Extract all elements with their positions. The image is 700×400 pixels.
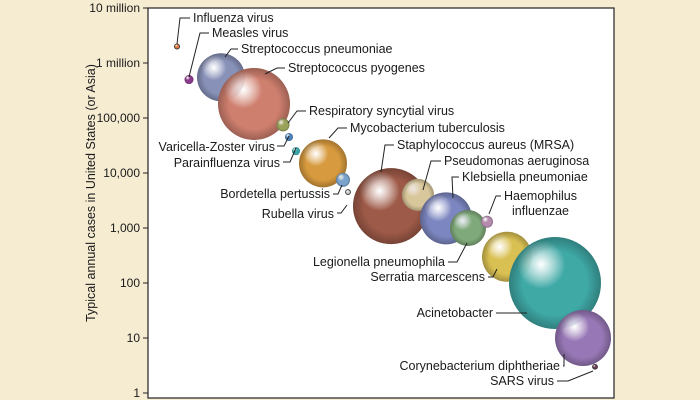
bubble-label: Klebsiella pneumoniae <box>462 170 588 184</box>
bubble-label: Mycobacterium tuberculosis <box>350 121 505 135</box>
bubble-shading <box>184 75 194 85</box>
bubble-acinetobacter: Acinetobacter <box>417 237 601 329</box>
bubble-measles-virus: Measles virus <box>184 26 288 85</box>
bubble-label: Rubella virus <box>262 207 334 221</box>
y-tick-label: 100,000 <box>97 111 141 125</box>
bubble-label: Parainfluenza virus <box>174 156 280 170</box>
leader-line <box>380 144 394 173</box>
leader-line <box>563 354 565 367</box>
y-tick-label: 1 <box>133 386 140 400</box>
leader-line <box>283 147 297 163</box>
y-tick-label: 1 million <box>96 56 140 70</box>
y-tick-label: 100 <box>120 276 140 290</box>
y-axis-title: Typical annual cases in United States (o… <box>84 64 98 322</box>
bubble-legionella-pneumophila: Legionella pneumophila <box>313 210 486 269</box>
bubble-label: Legionella pneumophila <box>313 255 445 269</box>
leader-line <box>488 268 498 278</box>
bubble-sars-virus: SARS virus <box>490 363 598 388</box>
bubble-label: Streptococcus pyogenes <box>288 61 425 75</box>
bubble-outline <box>592 363 598 370</box>
bubble-shading <box>174 43 180 50</box>
leader-line <box>277 135 290 147</box>
bubble-shading <box>336 172 350 187</box>
bubble-shading <box>218 67 290 140</box>
leader-line <box>448 242 468 263</box>
bubble-label: Measles virus <box>212 26 288 40</box>
leader-line <box>557 370 594 382</box>
leader-line <box>451 176 459 199</box>
leader-line <box>328 127 347 139</box>
y-tick-label: 10 million <box>89 1 140 15</box>
bubble-label: Varicella-Zoster virus <box>159 140 275 154</box>
bubble-streptococcus-pyogenes: Streptococcus pyogenes <box>218 61 425 140</box>
leader-line <box>264 67 285 75</box>
leader-line <box>337 204 348 214</box>
bubble-label: Streptococcus pneumoniae <box>241 42 393 56</box>
bubble-label: Serratia marcescens <box>370 270 485 284</box>
leader-line <box>488 195 501 215</box>
bubble-label: Influenza virus <box>193 11 274 25</box>
y-tick-label: 1,000 <box>110 221 140 235</box>
leader-line <box>188 32 209 78</box>
y-axis: 10 million 1 million 100,000 10,000 1,000 100… <box>89 1 148 400</box>
bubble-shading <box>450 210 486 246</box>
bubble-corynebacterium-diphtheriae: Corynebacterium diphtheriae <box>399 310 611 373</box>
bubble-mycobacterium-tuberculosis: Mycobacterium tuberculosis <box>299 121 505 188</box>
bubble-rubella-virus: Rubella virus <box>262 189 351 221</box>
leader-line <box>176 17 190 45</box>
bubble-outline <box>345 189 351 195</box>
bubble-shading <box>345 189 351 195</box>
leader-line <box>422 160 441 191</box>
bubble-bordetella-pertussis: Bordetella pertussis <box>220 172 350 201</box>
bubble-label: Pseudomonas aeruginosa <box>444 154 589 168</box>
leader-line <box>333 184 343 195</box>
bubble-label: Acinetobacter <box>417 306 493 320</box>
bubble-label: Staphylococcus aureus (MRSA) <box>397 138 574 152</box>
bubble-varicella-zoster-virus: Varicella-Zoster virus <box>159 133 293 154</box>
y-tick-label: 10 <box>127 331 141 345</box>
bubble-shading <box>509 237 601 329</box>
bubble-parainfluenza-virus: Parainfluenza virus <box>174 147 300 170</box>
bubble-respiratory-syncytial-virus: Respiratory syncytial virus <box>276 104 454 132</box>
bubble-shading <box>481 215 493 228</box>
bubble-shading <box>299 139 347 188</box>
bubble-label: Corynebacterium diphtheriae <box>399 359 560 373</box>
bubble-shading <box>555 310 611 366</box>
leader-line <box>224 48 238 58</box>
bubble-influenza-virus: Influenza virus <box>173 11 274 50</box>
bubble-shading <box>592 364 598 370</box>
bubble-shading <box>276 118 290 132</box>
leader-line <box>287 110 306 124</box>
bubble-label: Bordetella pertussis <box>220 187 330 201</box>
bubble-label: Respiratory syncytial virus <box>309 104 454 118</box>
bubble-label: SARS virus <box>490 374 554 388</box>
y-tick-label: 10,000 <box>103 166 140 180</box>
